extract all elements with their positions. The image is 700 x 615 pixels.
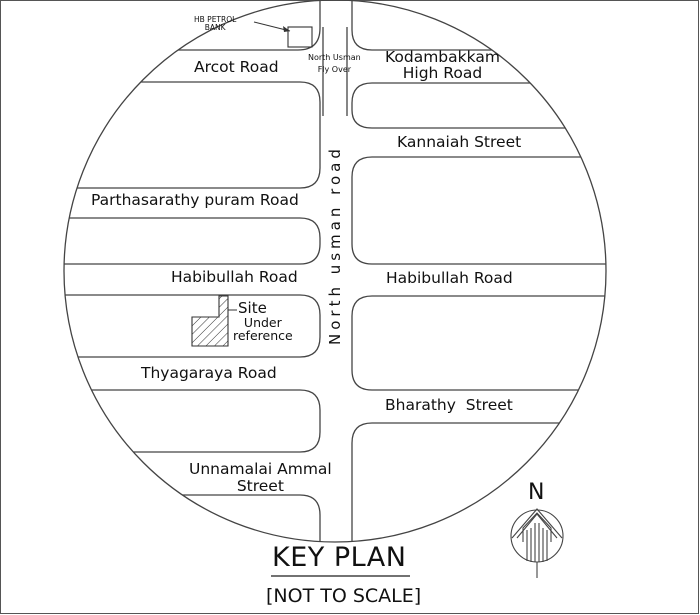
north-label: N bbox=[528, 480, 545, 505]
flyover-label: North Usman Fly Over bbox=[308, 52, 361, 76]
page-title: KEY PLAN bbox=[272, 542, 407, 573]
site-line1: Under bbox=[243, 315, 282, 330]
kodambakkam-line1: Kodambakkam bbox=[385, 48, 500, 66]
block-east-2 bbox=[351, 82, 606, 129]
block-west-5 bbox=[64, 389, 321, 453]
site-hatched-shape bbox=[191, 295, 229, 347]
block-east-4 bbox=[351, 295, 606, 391]
plan-boundary-circle bbox=[63, 0, 607, 543]
road-label-kodambakkam-high: Kodambakkam High Road bbox=[385, 48, 500, 82]
petrol-bank-line2: BANK bbox=[204, 22, 226, 32]
road-label-kannaiah: Kannaiah Street bbox=[397, 133, 522, 151]
road-label-bharathy: Bharathy Street bbox=[385, 396, 513, 414]
block-west-1 bbox=[64, 0, 321, 51]
road-label-north-usman: North usman road bbox=[326, 145, 344, 345]
block-east-3 bbox=[351, 156, 606, 265]
road-label-arcot: Arcot Road bbox=[194, 58, 279, 76]
block-east-1 bbox=[351, 0, 606, 51]
road-label-habibullah-west: Habibullah Road bbox=[171, 268, 298, 286]
page-subtitle: [NOT TO SCALE] bbox=[266, 585, 422, 607]
site-line2: reference bbox=[233, 328, 293, 344]
site-label: Site bbox=[238, 299, 267, 317]
flyover-line1: North Usman bbox=[308, 53, 361, 62]
block-west-4 bbox=[64, 294, 321, 358]
north-arrow-icon bbox=[510, 508, 564, 578]
block-east-5 bbox=[351, 422, 606, 542]
road-label-thyagaraya: Thyagaraya Road bbox=[141, 364, 277, 382]
block-west-2 bbox=[64, 81, 321, 189]
road-label-unnamalai-ammal: Unnamalai Ammal Street bbox=[189, 460, 332, 496]
petrol-bank-box bbox=[287, 26, 313, 48]
petrol-bank-line1: HB PETROL bbox=[194, 15, 237, 24]
unnamalai-line2: Street bbox=[236, 477, 284, 496]
site-under-reference-label: Under reference bbox=[233, 316, 293, 342]
unnamalai-line1: Unnamalai Ammal bbox=[189, 460, 332, 478]
block-west-6 bbox=[64, 494, 321, 542]
block-west-3 bbox=[64, 217, 321, 265]
kodambakkam-line2: High Road bbox=[402, 63, 483, 82]
flyover-line2: Fly Over bbox=[317, 65, 352, 74]
petrol-bank-label: HB PETROL BANK bbox=[194, 16, 236, 32]
road-label-habibullah-east: Habibullah Road bbox=[386, 269, 513, 287]
road-label-parthasarathy-puram: Parthasarathy puram Road bbox=[91, 191, 299, 209]
